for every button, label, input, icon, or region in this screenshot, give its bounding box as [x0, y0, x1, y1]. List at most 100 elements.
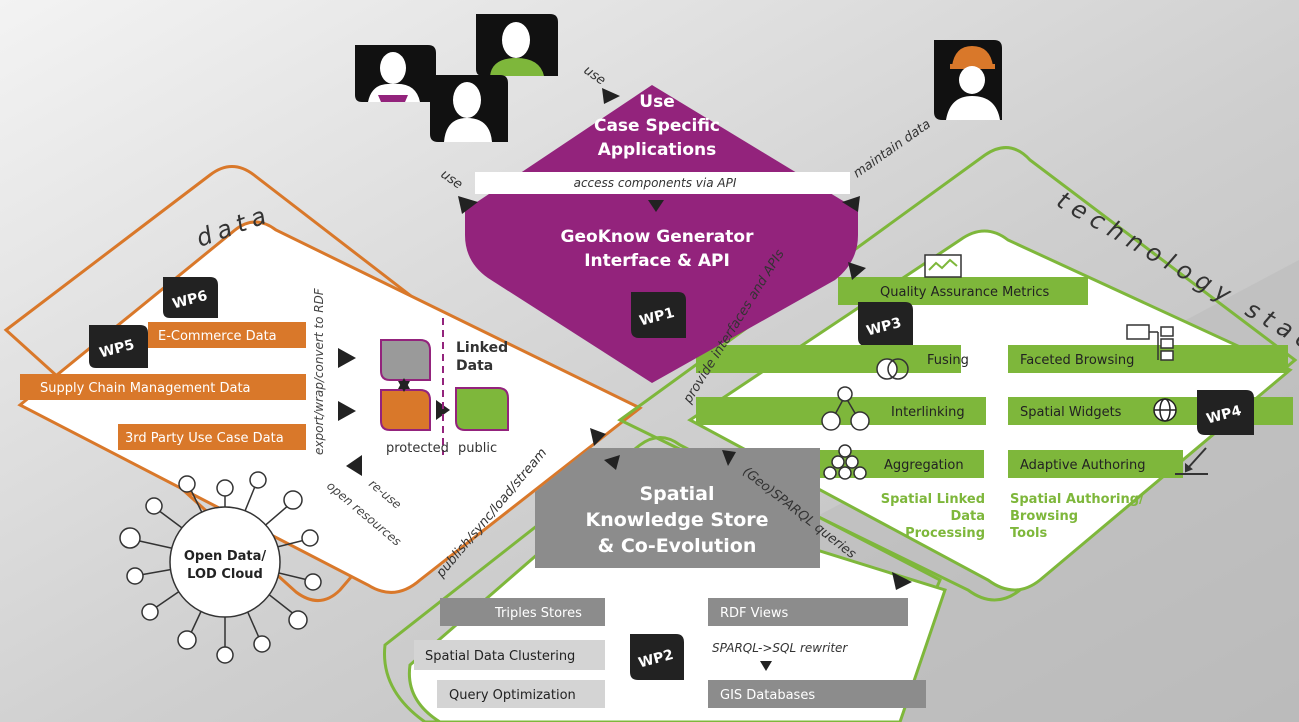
wp3-badge: WP3: [858, 302, 913, 346]
protected-orange-box: [380, 389, 431, 431]
lod-cloud: [119, 471, 322, 664]
supply-chain-label: Supply Chain Management Data: [40, 381, 251, 396]
query-opt-label: Query Optimization: [449, 688, 576, 703]
arrow-geosparql-down: [892, 572, 912, 590]
qa-metrics-icon: [924, 254, 962, 278]
arrow-provide: [848, 262, 866, 280]
arrow-reuse: [346, 455, 362, 476]
apps-title-3: Applications: [598, 140, 717, 160]
fusing-bar: [696, 345, 961, 373]
qa-bar: [838, 277, 1088, 305]
store-panel: Spatial Knowledge Store & Co-Evolution T…: [383, 436, 947, 722]
ecommerce-label: E-Commerce Data: [158, 329, 277, 344]
faceted-bar: [1008, 345, 1288, 373]
arrow-geosparql-up: [722, 450, 736, 466]
arrow-right-2: [338, 401, 356, 421]
processing-caption-2: Data: [950, 509, 985, 524]
store-title-banner-right: [700, 448, 820, 568]
user-man-icon: [430, 75, 508, 142]
wp1-badge: WP1: [631, 292, 686, 338]
tech-inner-panel: [687, 229, 1293, 592]
ecommerce-bar: [148, 322, 306, 348]
api-band: [475, 172, 850, 194]
lod-center: [169, 506, 281, 618]
interlinking-label: Interlinking: [891, 405, 965, 420]
tech-outer-border: [617, 146, 1298, 602]
export-label: export/wrap/convert to RDF: [312, 287, 326, 455]
lod-label-2: LOD Cloud: [187, 567, 263, 582]
third-party-bar: [118, 424, 306, 450]
tree-icon: [1126, 324, 1174, 361]
arrow-right-1: [338, 348, 356, 368]
apps-panel: access components via API Use Case Speci…: [465, 85, 858, 383]
aggregation-icon: [823, 444, 867, 480]
pen-icon: [1175, 447, 1208, 475]
store-title-2: Knowledge Store: [585, 509, 768, 531]
generator-title-1: GeoKnow Generator: [561, 227, 755, 247]
rewriter-label: SPARQL->SQL rewriter: [712, 641, 848, 655]
interlinking-icon: [821, 386, 870, 431]
arrow-use-top: [602, 88, 620, 104]
third-party-label: 3rd Party Use Case Data: [125, 431, 284, 446]
supply-chain-bar: [20, 374, 306, 400]
processing-caption-1: Spatial Linked: [881, 492, 985, 507]
protected-label: protected: [386, 441, 449, 456]
query-opt-bar: [437, 680, 605, 708]
store-title-1: Spatial: [639, 483, 714, 505]
tools-caption-3: Tools: [1010, 526, 1047, 541]
arrow-maintain: [842, 196, 860, 212]
public-green-box: [455, 387, 509, 431]
user-woman-icon: [355, 45, 436, 102]
clustering-bar: [414, 640, 605, 670]
arrow-publish-down: [604, 455, 620, 470]
linked-label-2: Data: [456, 358, 493, 374]
store-title-banner: [535, 448, 700, 568]
rdf-views-bar: [708, 598, 908, 626]
apps-title-2: Case Specific: [594, 116, 720, 136]
gis-label: GIS Databases: [720, 688, 815, 703]
authoring-bar: [1008, 450, 1183, 478]
user-man-green-icon: [476, 14, 558, 76]
apps-title-1: Use: [639, 92, 674, 112]
arrow-use-left: [458, 196, 478, 214]
tools-caption-2: Browsing: [1010, 509, 1078, 524]
linked-label-1: Linked: [456, 340, 508, 356]
widgets-label: Spatial Widgets: [1020, 405, 1122, 420]
protected-gray-box: [380, 339, 431, 381]
public-label: public: [458, 441, 497, 456]
faceted-label: Faceted Browsing: [1020, 353, 1134, 368]
worker-icon: [934, 40, 1002, 120]
data-panel: data WP6 WP5 E-Commerce Data Supply Chai…: [3, 165, 643, 664]
apps-purple-shape: [465, 85, 858, 383]
lod-label-1: Open Data/: [184, 549, 267, 564]
api-band-label: access components via API: [574, 176, 737, 190]
tools-caption-1: Spatial Authoring/: [1010, 492, 1144, 507]
arrow-down-rewriter: [760, 661, 772, 671]
arrow-down-api: [648, 200, 664, 212]
generator-title-2: Interface & API: [584, 251, 730, 271]
store-title-3: & Co-Evolution: [598, 535, 757, 557]
arrow-publish-up: [590, 428, 606, 446]
wp4-badge: WP4: [1197, 390, 1254, 435]
clustering-label: Spatial Data Clustering: [425, 649, 575, 664]
api-band-white-left: [475, 172, 530, 194]
wp2-badge: WP2: [630, 634, 684, 680]
authoring-label: Adaptive Authoring: [1020, 458, 1146, 473]
aggregation-label: Aggregation: [884, 458, 964, 473]
fusing-icon: [876, 358, 909, 380]
store-outer-border: [383, 436, 942, 722]
globe-icon: [1153, 398, 1177, 422]
rdf-views-label: RDF Views: [720, 606, 789, 621]
wp6-badge: WP6: [163, 277, 218, 318]
gis-bar: [708, 680, 926, 708]
processing-caption-3: Processing: [905, 526, 985, 541]
triples-label: Triples Stores: [494, 606, 582, 621]
qa-label: Quality Assurance Metrics: [880, 285, 1050, 300]
fusing-label: Fusing: [927, 353, 969, 368]
arrow-down-small: [398, 381, 410, 392]
triples-bar: [440, 598, 605, 626]
user-icons: [355, 14, 1002, 142]
wp5-badge: WP5: [89, 325, 148, 368]
interlinking-bar: [696, 397, 986, 425]
